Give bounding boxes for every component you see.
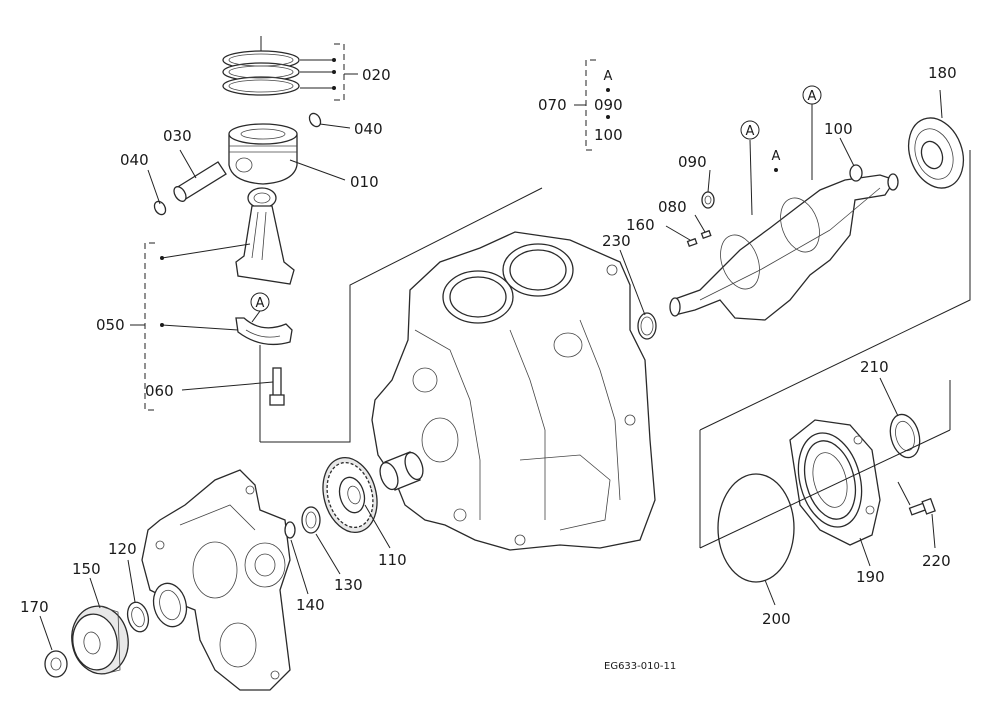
label-080: 080: [658, 198, 687, 216]
case-bolt[interactable]: [908, 497, 936, 516]
seal-ring[interactable]: [124, 600, 151, 634]
label-160: 160: [626, 216, 655, 234]
pulley-nut[interactable]: [44, 650, 68, 678]
label-180: 180: [928, 64, 957, 82]
label-120: 120: [108, 540, 137, 558]
label-100: 100: [824, 120, 853, 138]
label-030: 030: [163, 127, 192, 145]
cylinder-block[interactable]: [371, 231, 656, 551]
label-170: 170: [20, 598, 49, 616]
snap-ring-left[interactable]: [152, 199, 168, 216]
guide-lines: [259, 150, 971, 549]
label-190: 190: [856, 568, 885, 586]
label-040-right: 040: [354, 120, 383, 138]
label-220: 220: [922, 552, 951, 570]
bracket-070: [574, 59, 596, 151]
svg-text:A: A: [808, 89, 817, 104]
leader-lines: [39, 89, 943, 651]
label-060: 060: [145, 382, 174, 400]
part-labels: 020 040 030 040 010 050 060 070 090 100 …: [20, 64, 957, 628]
drawing-code: EG633-010-11: [604, 661, 676, 672]
piston-pin[interactable]: [172, 161, 227, 203]
svg-text:A: A: [256, 296, 265, 311]
connecting-rod-bolt[interactable]: [269, 367, 285, 406]
marker-a-piston: A: [250, 292, 270, 312]
label-050: 050: [96, 316, 125, 334]
svg-text:A: A: [604, 69, 613, 84]
collar[interactable]: [301, 506, 321, 534]
marker-a-group070: A: [604, 69, 613, 119]
gasket[interactable]: [717, 473, 795, 583]
o-ring-crank[interactable]: [637, 312, 657, 340]
marker-a-crank1: A: [740, 120, 760, 140]
idle-gear[interactable]: [315, 452, 385, 539]
crankshaft-pulley[interactable]: [67, 602, 134, 679]
label-020: 020: [362, 66, 391, 84]
label-100-group: 100: [594, 126, 623, 144]
gear-case[interactable]: [141, 469, 291, 691]
key-a[interactable]: [700, 229, 712, 240]
label-070: 070: [538, 96, 567, 114]
crank-bushing-small[interactable]: [849, 164, 863, 182]
label-140: 140: [296, 596, 325, 614]
crank-gear-bushing[interactable]: [701, 191, 715, 209]
bushing[interactable]: [377, 450, 427, 492]
snap-ring-right[interactable]: [307, 111, 323, 128]
label-150: 150: [72, 560, 101, 578]
piston[interactable]: [228, 123, 298, 185]
piston-rings[interactable]: [222, 36, 300, 96]
label-040-left: 040: [120, 151, 149, 169]
connecting-rod[interactable]: [235, 187, 295, 285]
connecting-rod-cap[interactable]: [235, 317, 293, 346]
svg-text:A: A: [746, 124, 755, 139]
label-210: 210: [860, 358, 889, 376]
label-200: 200: [762, 610, 791, 628]
label-130: 130: [334, 576, 363, 594]
label-110: 110: [378, 551, 407, 569]
bracket-020: [300, 43, 358, 101]
label-090: 090: [678, 153, 707, 171]
label-010: 010: [350, 173, 379, 191]
bracket-050: [130, 242, 251, 411]
marker-a-crank2: A: [802, 85, 822, 105]
label-090-group: 090: [594, 96, 623, 114]
marker-a-crank3: A: [772, 149, 781, 172]
svg-text:A: A: [772, 149, 781, 164]
crankshaft-bearing[interactable]: [899, 110, 972, 195]
key-b[interactable]: [686, 237, 698, 248]
oil-seal-rear[interactable]: [886, 411, 924, 461]
circlip[interactable]: [284, 521, 296, 539]
label-230: 230: [602, 232, 631, 250]
crankshaft[interactable]: [669, 173, 899, 321]
bearing-case-cover[interactable]: [789, 419, 881, 546]
oil-seal-front[interactable]: [149, 580, 191, 631]
